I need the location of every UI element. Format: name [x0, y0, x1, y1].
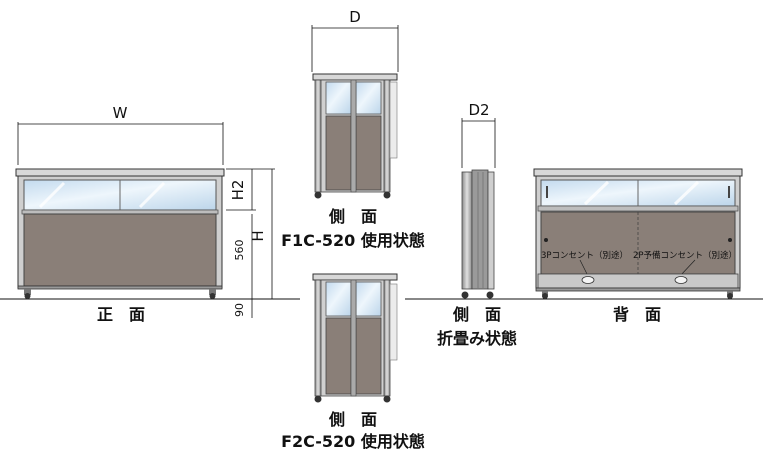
side-view-f2c: 側 面 F2C-520 使用状態 [281, 273, 425, 451]
width-label: W [113, 104, 128, 122]
side-f1c-model: F1C-520 使用状態 [281, 231, 425, 250]
panel-height-label: 560 [233, 240, 246, 261]
side-f2c-caption: 側 面 [328, 410, 377, 429]
depth2-label: D2 [468, 101, 489, 119]
outlet-2p-label: 2P予備コンセント（別途） [633, 250, 737, 261]
h2-label: H2 [229, 180, 247, 201]
side-f1c-caption: 側 面 [328, 207, 377, 226]
back-view: 3Pコンセント（別途） 2P予備コンセント（別途） 背 面 [533, 168, 743, 324]
front-view: W H2 560 90 H 正 面 [15, 104, 275, 324]
side-f2c-model: F2C-520 使用状態 [281, 432, 425, 451]
front-panel [23, 213, 217, 287]
outlet-2p-icon [674, 276, 688, 284]
back-caption: 背 面 [613, 305, 661, 324]
outlet-3p-icon [581, 276, 595, 284]
folded-caption: 側 面 [452, 305, 501, 324]
front-caption: 正 面 [97, 305, 145, 324]
depth-label: D [349, 8, 361, 26]
h-label: H [249, 230, 267, 241]
leg-height-label: 90 [233, 303, 246, 317]
folded-state: 折畳み状態 [437, 329, 517, 348]
side-view-folded: D2 側 面 折畳み状態 [437, 101, 517, 348]
side-view-f1c: D 側 面 F1C-520 使用状態 [281, 8, 425, 250]
outlet-3p-label: 3Pコンセント（別途） [541, 250, 628, 261]
